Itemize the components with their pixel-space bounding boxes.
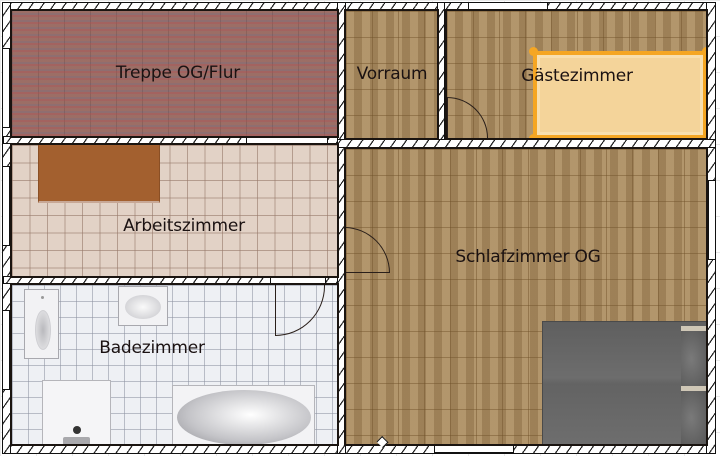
room-label: Schlafzimmer OG <box>455 247 601 267</box>
room-vorraum[interactable]: Vorraum <box>344 9 439 140</box>
guest-bed-selected[interactable] <box>529 47 706 138</box>
room-label: Vorraum <box>356 64 428 84</box>
room-schlafzimmer-og[interactable]: Schlafzimmer OG <box>344 147 708 446</box>
washbasin[interactable] <box>118 286 168 326</box>
window-left-bad[interactable] <box>2 310 10 390</box>
window-left-arbeit[interactable] <box>2 166 10 246</box>
window-bottom-schlaf[interactable] <box>434 445 514 453</box>
room-label: Treppe OG/Flur <box>115 63 241 83</box>
room-label: Arbeitszimmer <box>123 216 245 236</box>
door-badezimmer[interactable] <box>275 285 325 336</box>
room-arbeitszimmer[interactable]: Arbeitszimmer <box>10 143 339 278</box>
selection-handle-br[interactable] <box>702 134 706 138</box>
room-label: Badezimmer <box>99 338 205 358</box>
room-gaestezimmer[interactable]: Gästezimmer <box>445 9 708 140</box>
double-bed[interactable] <box>542 321 706 444</box>
room-treppe-og-flur[interactable]: Treppe OG/Flur <box>10 9 339 138</box>
door-schlafzimmer[interactable] <box>346 227 390 273</box>
bathtub[interactable] <box>172 385 315 444</box>
selection-handle-tl[interactable] <box>529 47 538 56</box>
shower-tray[interactable] <box>42 380 111 444</box>
window-right-schlaf[interactable] <box>708 180 716 260</box>
selection-handle-tr[interactable] <box>702 47 706 56</box>
window-left-flur[interactable] <box>2 48 10 128</box>
selection-handle-bl[interactable] <box>529 134 538 138</box>
pillow-bottom <box>681 386 706 444</box>
toilet[interactable] <box>24 289 59 359</box>
desk[interactable] <box>38 145 160 203</box>
room-label: Gästezimmer <box>521 66 633 86</box>
door-gaestezimmer[interactable] <box>447 97 488 138</box>
pillow-top <box>681 326 706 387</box>
room-badezimmer[interactable]: Badezimmer <box>10 283 339 446</box>
